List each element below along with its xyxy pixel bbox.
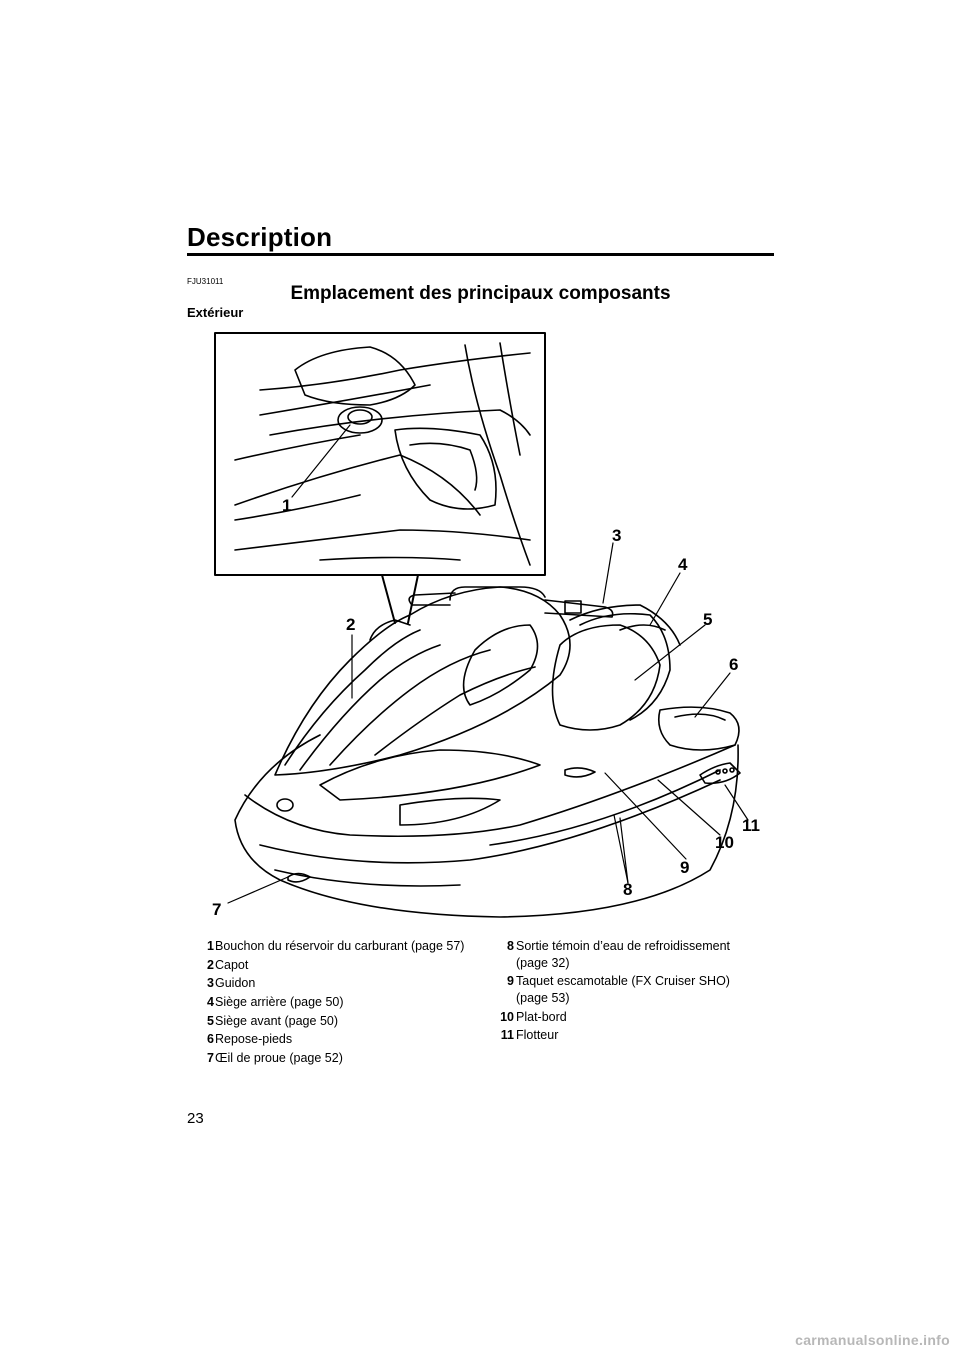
legend-text: Plat-bord bbox=[516, 1009, 567, 1024]
callout-11: 11 bbox=[742, 816, 760, 835]
legend-number: 10 bbox=[500, 1009, 514, 1024]
legend-text: Guidon bbox=[215, 976, 256, 991]
subheading: Extérieur bbox=[187, 305, 244, 320]
legend-number: 7 bbox=[207, 1050, 214, 1065]
callout-9: 9 bbox=[680, 858, 689, 877]
legend-text: Œil de proue (page 52) bbox=[215, 1050, 343, 1065]
legend-text: Taquet escamotable (FX Cruiser SHO) (pag… bbox=[516, 974, 730, 1005]
legend-text: Sortie témoin d’eau de refroidissement (… bbox=[516, 939, 731, 970]
reference-code: FJU31011 bbox=[187, 277, 224, 286]
callout-3: 3 bbox=[612, 526, 621, 545]
section-rule bbox=[187, 253, 774, 256]
legend-number: 3 bbox=[207, 976, 214, 991]
hull-outline bbox=[234, 734, 739, 918]
legend-number: 2 bbox=[207, 957, 214, 972]
legend-text: Capot bbox=[215, 957, 249, 972]
callout-4: 4 bbox=[678, 555, 688, 574]
callout-1: 1 bbox=[282, 496, 291, 515]
legend-number: 11 bbox=[500, 1028, 514, 1043]
legend-text: Repose-pieds bbox=[215, 1032, 293, 1047]
hood-outline bbox=[274, 586, 571, 812]
legend-number: 4 bbox=[207, 994, 214, 1009]
legend-text: Bouchon du réservoir du carburant (page … bbox=[215, 939, 465, 953]
callout-6: 6 bbox=[729, 655, 738, 674]
legend-number: 8 bbox=[507, 939, 514, 953]
callout-10: 10 bbox=[715, 833, 734, 852]
page-number: 23 bbox=[187, 1110, 204, 1127]
legend-number: 1 bbox=[207, 939, 214, 953]
legend-text: Siège arrière (page 50) bbox=[215, 994, 344, 1009]
legend-number: 5 bbox=[207, 1013, 214, 1028]
callout-2: 2 bbox=[346, 615, 355, 634]
legend-number: 6 bbox=[207, 1032, 214, 1047]
detail-inset bbox=[214, 332, 546, 576]
callout-8: 8 bbox=[623, 880, 632, 899]
handlebar-outline bbox=[408, 586, 614, 618]
callout-5: 5 bbox=[703, 610, 712, 629]
callout-7: 7 bbox=[212, 900, 221, 919]
page-heading: Emplacement des principaux composants bbox=[290, 283, 671, 304]
rear-deck-outline bbox=[287, 706, 741, 883]
seat-outline bbox=[551, 604, 681, 731]
callout-labels: 1 2 3 4 5 6 7 8 9 10 11 bbox=[212, 496, 760, 919]
section-title: Description bbox=[187, 222, 333, 252]
leader-lines bbox=[227, 424, 749, 904]
legend-text: Siège avant (page 50) bbox=[215, 1013, 339, 1028]
legend-number: 9 bbox=[507, 974, 514, 989]
watermark: carmanualsonline.info bbox=[795, 1332, 950, 1348]
jet-ski-illustration: 1 2 3 4 5 6 7 8 9 10 11 bbox=[212, 332, 760, 919]
legend-text: Flotteur bbox=[516, 1028, 559, 1043]
